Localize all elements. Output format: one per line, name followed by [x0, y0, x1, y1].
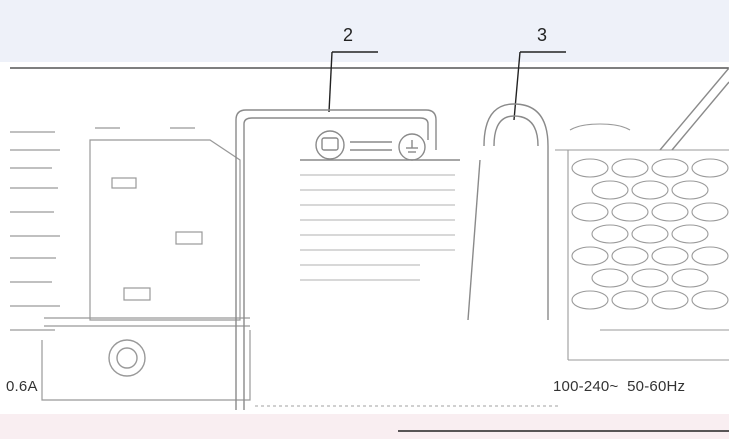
- left-housing: [41, 127, 251, 401]
- voltage-frequency-label: 100-240~ 50-60Hz: [553, 378, 686, 395]
- current-rating-label: 0.6A: [6, 378, 38, 395]
- power-inlet-socket: [235, 109, 460, 410]
- bottom-band: [0, 414, 729, 439]
- callout-2-leader: [328, 51, 378, 113]
- fuse-holder-icon: [108, 339, 146, 377]
- callout-number-2: 2: [343, 25, 354, 45]
- right-vent-grille: [555, 123, 729, 361]
- callout-3-leader: [513, 51, 566, 121]
- inlet-body-lines: [300, 174, 455, 281]
- hang-loop: [467, 103, 549, 321]
- callout-number-3: 3: [537, 25, 548, 45]
- left-vent-ribs: [10, 131, 60, 331]
- right-strap: [659, 67, 729, 151]
